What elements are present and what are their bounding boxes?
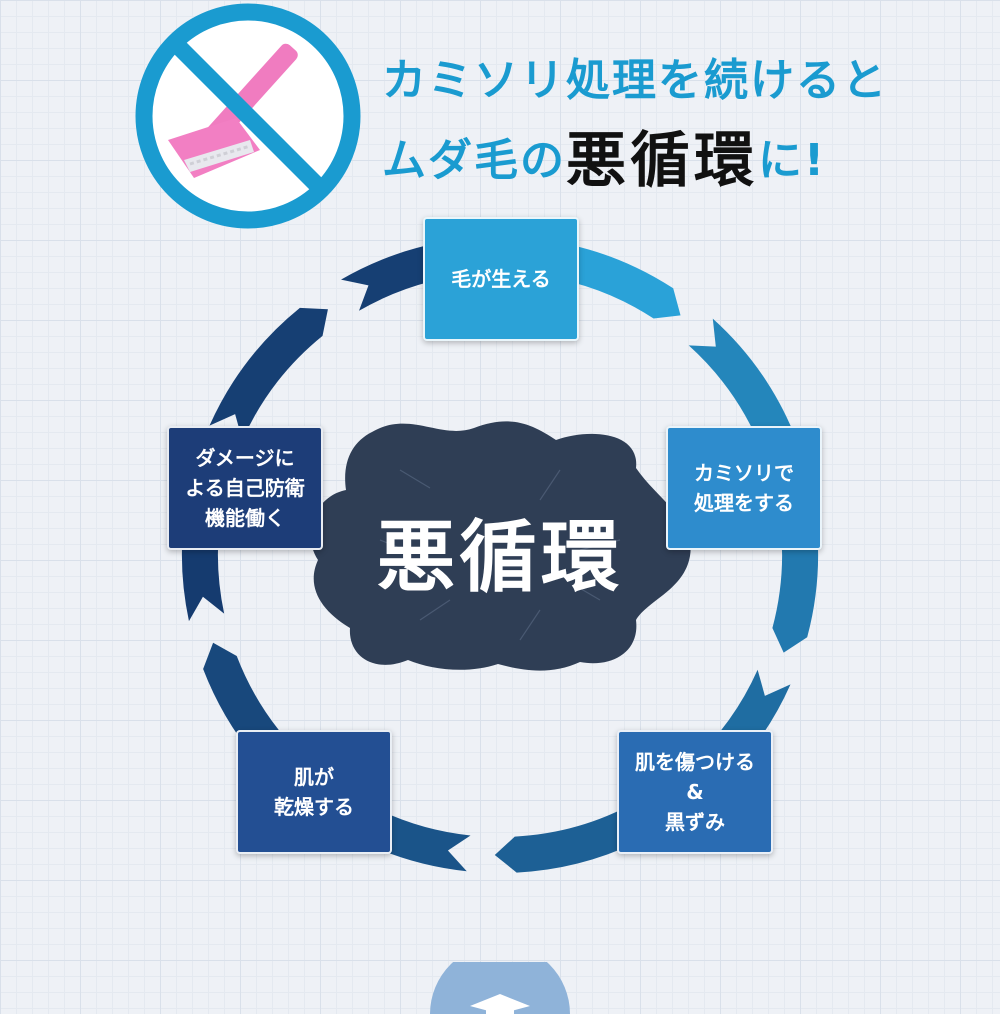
center-label: 悪循環 [376,513,623,603]
razor-icon [168,43,298,178]
cycle-step-self-defense: ダメージに よる自己防衛 機能働く [167,426,323,550]
headline-line-1: カミソリ処理を続けると [382,55,888,106]
cycle-step-razor-shaving: カミソリで 処理をする [666,426,822,550]
headline-prefix: ムダ毛の [382,135,566,186]
cycle-step-skin-damage: 肌を傷つける & 黒ずみ [617,730,773,854]
center-blob-texture [379,469,621,641]
no-razor-icon [135,3,361,229]
headline-emphasis: 悪循環 [566,126,758,196]
graduation-cap-icon [430,962,570,1014]
cycle-arrow-segment [209,307,328,441]
center-blob [310,421,691,671]
headline-line-2: ムダ毛の悪循環に! [382,112,826,199]
headline-suffix: に! [758,135,827,186]
cycle-step-skin-dries: 肌が 乾燥する [236,730,392,854]
cycle-step-hair-grows: 毛が生える [423,217,579,341]
